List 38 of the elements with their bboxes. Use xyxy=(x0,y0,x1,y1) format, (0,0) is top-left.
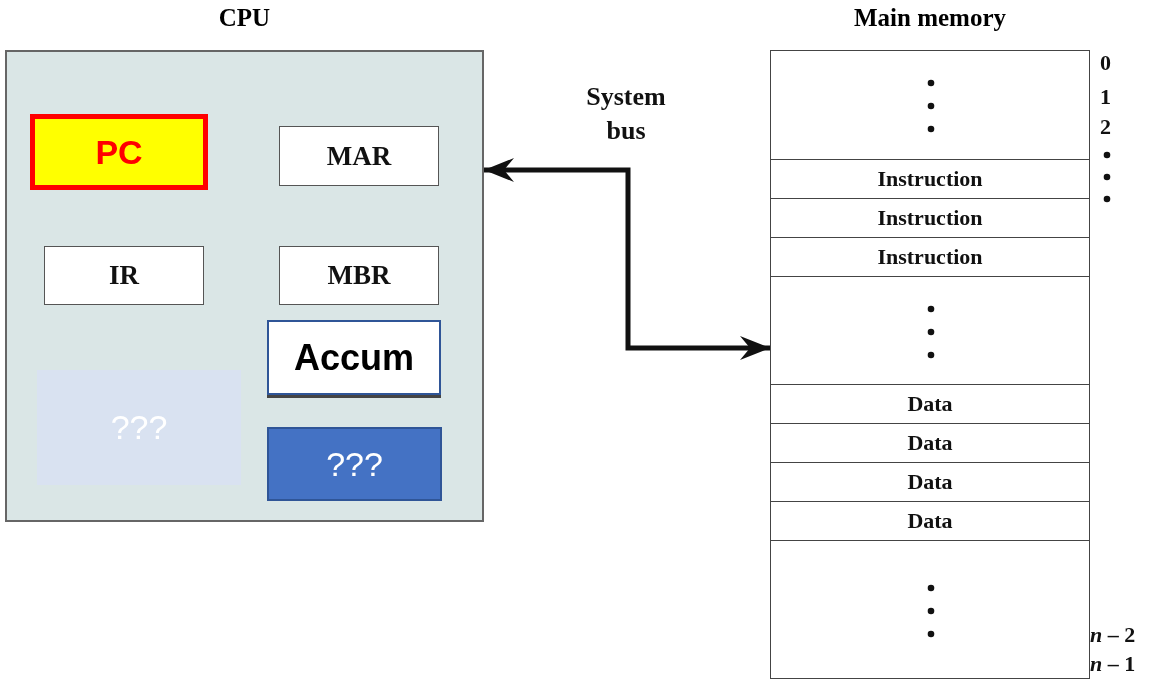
address-label: 1 xyxy=(1100,84,1111,110)
memory-cell xyxy=(770,423,1090,463)
register-box xyxy=(267,320,441,395)
memory-cell xyxy=(770,501,1090,541)
cell-label: Data xyxy=(907,391,953,417)
register-label: PC xyxy=(95,132,143,172)
address-label: 0 xyxy=(1100,50,1111,76)
address-label: 2 xyxy=(1100,114,1111,140)
unknown-register-box xyxy=(267,427,442,501)
cell-label: Data xyxy=(907,430,953,456)
memory-cell xyxy=(770,276,1090,385)
memory-cell xyxy=(770,50,1090,160)
cell-label: Instruction xyxy=(877,166,983,192)
bus-arrow xyxy=(484,158,770,360)
address-label: n – 1 xyxy=(1090,651,1136,677)
memory-cell xyxy=(770,237,1090,277)
register-label: ??? xyxy=(326,444,383,484)
memory-cell xyxy=(770,540,1090,679)
memory-cell xyxy=(770,198,1090,238)
cell-label: Instruction xyxy=(877,205,983,231)
memory-cell xyxy=(770,384,1090,424)
register-box xyxy=(44,246,204,305)
cell-label: Instruction xyxy=(877,244,983,270)
register-box xyxy=(30,114,208,190)
memory-cell xyxy=(770,462,1090,502)
register-label: MBR xyxy=(327,260,391,291)
register-label: Accum xyxy=(293,336,414,379)
panel-title: Main memory xyxy=(852,4,1007,32)
memory-cell xyxy=(770,159,1090,199)
register-label: ??? xyxy=(110,408,168,447)
register-box xyxy=(279,246,439,305)
panel-title: CPU xyxy=(217,4,272,32)
address-label: n – 2 xyxy=(1090,622,1136,648)
cell-label: Data xyxy=(907,508,953,534)
register-label: MAR xyxy=(326,140,392,172)
cell-label: Data xyxy=(907,469,953,495)
register-label: IR xyxy=(109,260,139,291)
register-box xyxy=(279,126,439,186)
